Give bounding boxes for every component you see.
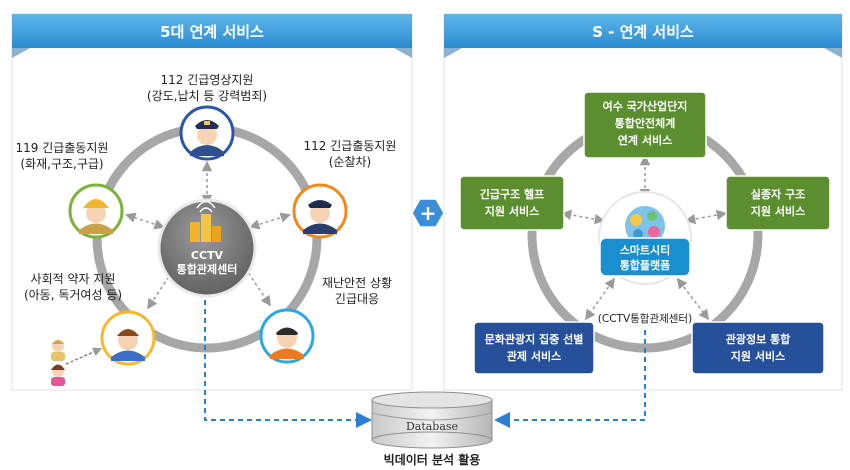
plus-symbol: + — [420, 201, 437, 225]
left-to-database-link — [204, 300, 372, 428]
child-figure-icon — [51, 340, 65, 361]
culture-tourism-monitor-box: 문화관광지 집중 선별 관제 서비스 — [473, 321, 595, 375]
right-to-database-link — [494, 330, 646, 428]
firefighter-suit-icon — [79, 223, 113, 234]
database-caption: 빅데이터 분석 활용 — [384, 452, 481, 467]
right-panel-banner — [444, 14, 842, 48]
right-spoke-arrows — [560, 154, 728, 321]
disaster-response-line2: 긴급대응 — [335, 292, 379, 306]
firefighter-avatar — [68, 183, 124, 239]
rescue-line2: 지원 서비스 — [485, 204, 539, 218]
fire-support-sub: (화재,구조,구급) — [20, 157, 103, 171]
left-banner-fold — [12, 48, 30, 58]
officer-avatar-top — [179, 105, 235, 161]
right-panel: S - 연계 서비스 스마트시티 통합플랫폼 (CCTV통합관제센터) — [443, 13, 843, 391]
platform-caption: (CCTV통합관제센터) — [598, 313, 692, 325]
culture-line1: 문화관광지 집중 선별 — [485, 332, 584, 346]
cctv-center-line2: 통합관제센터 — [177, 262, 238, 276]
industrial-safety-box: 여수 국가산업단지 통합안전체계 연계 서비스 — [583, 91, 707, 159]
culture-line2: 관제 서비스 — [507, 349, 561, 363]
cctv-center-circle — [157, 198, 257, 298]
right-center-node: 스마트시티 통합플랫폼 (CCTV통합관제센터) — [598, 191, 692, 325]
right-banner-fold-right — [824, 48, 842, 58]
left-panel-title: 5대 연계 서비스 — [160, 23, 264, 41]
cctv-center-line1: CCTV — [191, 249, 224, 262]
database-icon: Database — [371, 391, 493, 449]
right-banner-fold — [444, 48, 462, 58]
building-icon — [190, 200, 221, 242]
video-support-sub: (강도,납치 등 강력범죄) — [147, 89, 267, 103]
tourism-line2: 지원 서비스 — [731, 349, 785, 363]
platform-label-box — [599, 237, 691, 277]
missing-line1: 실종자 구조 — [751, 187, 805, 201]
officer-uniform-icon — [190, 145, 224, 156]
welfare-support-title: 사회적 약자 지원 — [31, 271, 116, 286]
video-support-title: 112 긴급영상지원 — [161, 73, 254, 87]
police-avatar — [292, 183, 348, 239]
figures-arrow — [65, 347, 103, 365]
platform-line1: 스마트시티 — [620, 243, 671, 257]
database-links — [204, 300, 646, 428]
platform-globe-icon — [625, 206, 665, 246]
arrow-to-culture — [584, 277, 616, 321]
tourism-line1: 관광정보 통합 — [726, 332, 791, 346]
rescue-line1: 긴급구조 헬프 — [480, 187, 545, 201]
tourism-info-box: 관광정보 통합 지원 서비스 — [691, 321, 825, 375]
fire-support-title: 119 긴급출동지원 — [16, 141, 109, 155]
welfare-shirt-icon — [111, 350, 145, 361]
left-center-node: CCTV 통합관제센터 — [157, 198, 257, 298]
arrow-to-fire — [125, 212, 165, 230]
small-figures — [51, 340, 103, 386]
platform-line2: 통합플랫폼 — [620, 258, 671, 272]
welfare-hair-icon — [117, 329, 139, 336]
left-banner-fold-right — [394, 48, 412, 58]
plus-connector: + — [411, 198, 445, 228]
industrial-line1: 여수 국가산업단지 — [603, 99, 688, 113]
industrial-line2: 통합안전체계 — [615, 116, 676, 130]
left-panel: 5대 연계 서비스 CCTV 통합관제센터 — [11, 13, 413, 391]
missing-line2: 지원 서비스 — [751, 204, 805, 218]
rescue-help-box: 긴급구조 헬프 지원 서비스 — [459, 175, 565, 231]
arrow-to-tourism — [676, 277, 710, 321]
disaster-avatar — [259, 308, 315, 364]
police-support-title: 112 긴급출동지원 — [304, 139, 397, 153]
police-uniform-icon — [303, 223, 337, 234]
woman-figure-icon — [51, 364, 65, 386]
police-support-sub: (순찰차) — [329, 155, 371, 169]
left-panel-banner — [12, 14, 412, 48]
disaster-response-line1: 재난안전 상황 — [322, 276, 392, 290]
firefighter-helmet-icon — [83, 199, 109, 208]
disaster-cap-icon — [276, 327, 298, 335]
police-cap-icon — [308, 200, 332, 208]
officer-face-icon — [197, 125, 217, 145]
officer-badge-icon — [204, 121, 210, 125]
disaster-suit-icon — [270, 348, 304, 359]
database-label: Database — [406, 420, 458, 433]
right-panel-title: S - 연계 서비스 — [592, 23, 694, 41]
welfare-support-sub: (아동, 독거여성 등) — [24, 288, 122, 302]
industrial-line3: 연계 서비스 — [618, 133, 672, 147]
missing-person-box: 실종자 구조 지원 서비스 — [725, 175, 831, 231]
welfare-avatar — [100, 310, 156, 366]
